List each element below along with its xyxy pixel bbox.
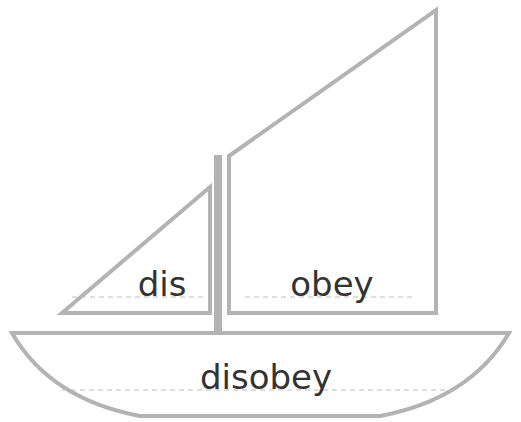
word-part: dis: [138, 267, 187, 301]
small-sail-shape: [62, 187, 210, 313]
large-sail-shape: [229, 10, 436, 313]
boat-hull-shape: [12, 333, 509, 416]
small-sail: dis: [56, 183, 214, 317]
word-part: obey: [290, 267, 373, 301]
word-part: disobey: [200, 360, 332, 394]
small-sail-outline: [56, 183, 214, 317]
boat-hull: disobey: [8, 329, 513, 420]
large-sail: obey: [226, 6, 440, 317]
